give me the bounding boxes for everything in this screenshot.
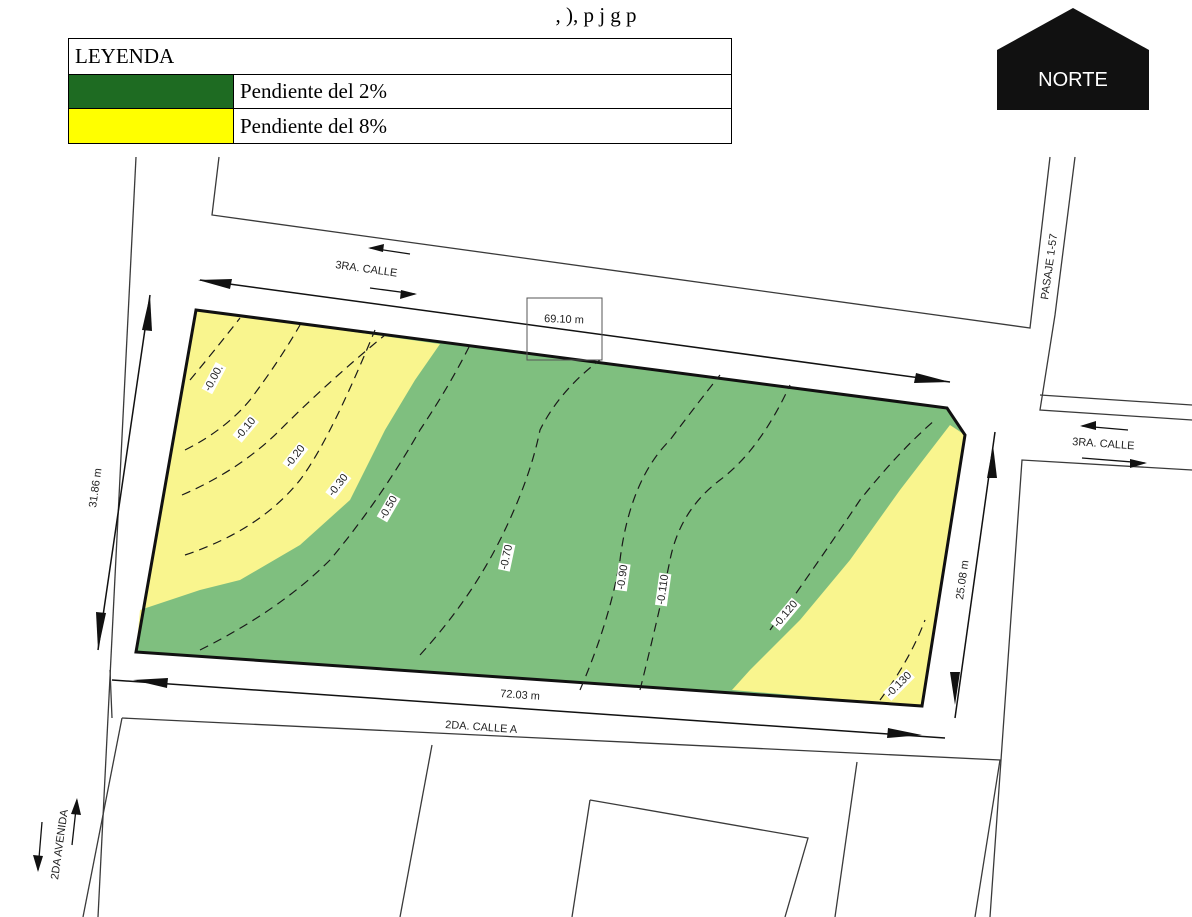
legend-label-slope-2: Pendiente del 2% [233, 73, 732, 110]
contour-label-background [882, 668, 915, 701]
north-label: NORTE [1038, 69, 1108, 91]
north-arrow-icon: NORTE [997, 8, 1149, 110]
parcel-outline [134, 308, 967, 708]
street-label-2da-avenida: 2DA AVENIDA [49, 808, 71, 880]
contour-label-background [201, 362, 227, 395]
north-arrow-shape [997, 8, 1149, 110]
legend-table: LEYENDA Pendiente del 2% Pendiente del 8… [68, 38, 732, 144]
arrow-head [914, 373, 950, 383]
dimension-lines [96, 279, 997, 739]
contour-lines [181, 317, 936, 701]
dimension-line-right [954, 431, 996, 719]
dimension-label-right: 25.08 m [954, 559, 971, 600]
page-header-text: , ), p j g p [555, 3, 637, 27]
arrow-head [96, 612, 106, 650]
zone-steep-slope-west [136, 310, 440, 652]
street-label-pasaje: PASAJE 1-57 [1039, 233, 1060, 300]
contour-label-background [770, 597, 801, 631]
arrow-head [133, 678, 168, 688]
dimension-line-top [199, 279, 951, 383]
arrow-head [198, 279, 232, 289]
dimension-label-frame [526, 297, 603, 361]
dimension-line-bottom [111, 679, 946, 739]
contour-label-background [282, 441, 309, 471]
arrow-head [950, 672, 960, 705]
arrow-head [987, 445, 997, 478]
dimension-label-bottom: 72.03 m [500, 688, 540, 703]
dimension-label-top: 69.10 m [544, 313, 584, 326]
legend-title: LEYENDA [68, 38, 732, 75]
arrow-head [887, 728, 922, 738]
dimension-line-left [97, 294, 151, 651]
contour-label-background [232, 414, 260, 443]
street-outlines [82, 156, 1192, 917]
street-label-2da-calle-a: 2DA. CALLE A [445, 719, 518, 736]
contour-label: -0.70 [498, 544, 515, 571]
contour-label-background [325, 470, 352, 500]
legend-swatch-yellow [68, 108, 234, 144]
dimension-label-left: 31.86 m [87, 467, 104, 508]
contour-label-background [654, 572, 672, 607]
street-label-3ra-calle-right: 3RA. CALLE [1072, 436, 1135, 452]
contour-label-background [614, 562, 631, 592]
contour-label-background [497, 542, 516, 572]
contour-label: -0.110 [655, 574, 671, 606]
contour-label: -0.90 [615, 564, 630, 591]
arrow-head [142, 295, 152, 331]
street-label-3ra-calle-top: 3RA. CALLE [335, 259, 398, 280]
contour-label-background [376, 492, 401, 523]
parcel [134, 308, 967, 708]
traffic-arrows [33, 244, 1147, 872]
legend-label-slope-8: Pendiente del 8% [233, 108, 732, 144]
zone-steep-slope-east [732, 425, 965, 706]
